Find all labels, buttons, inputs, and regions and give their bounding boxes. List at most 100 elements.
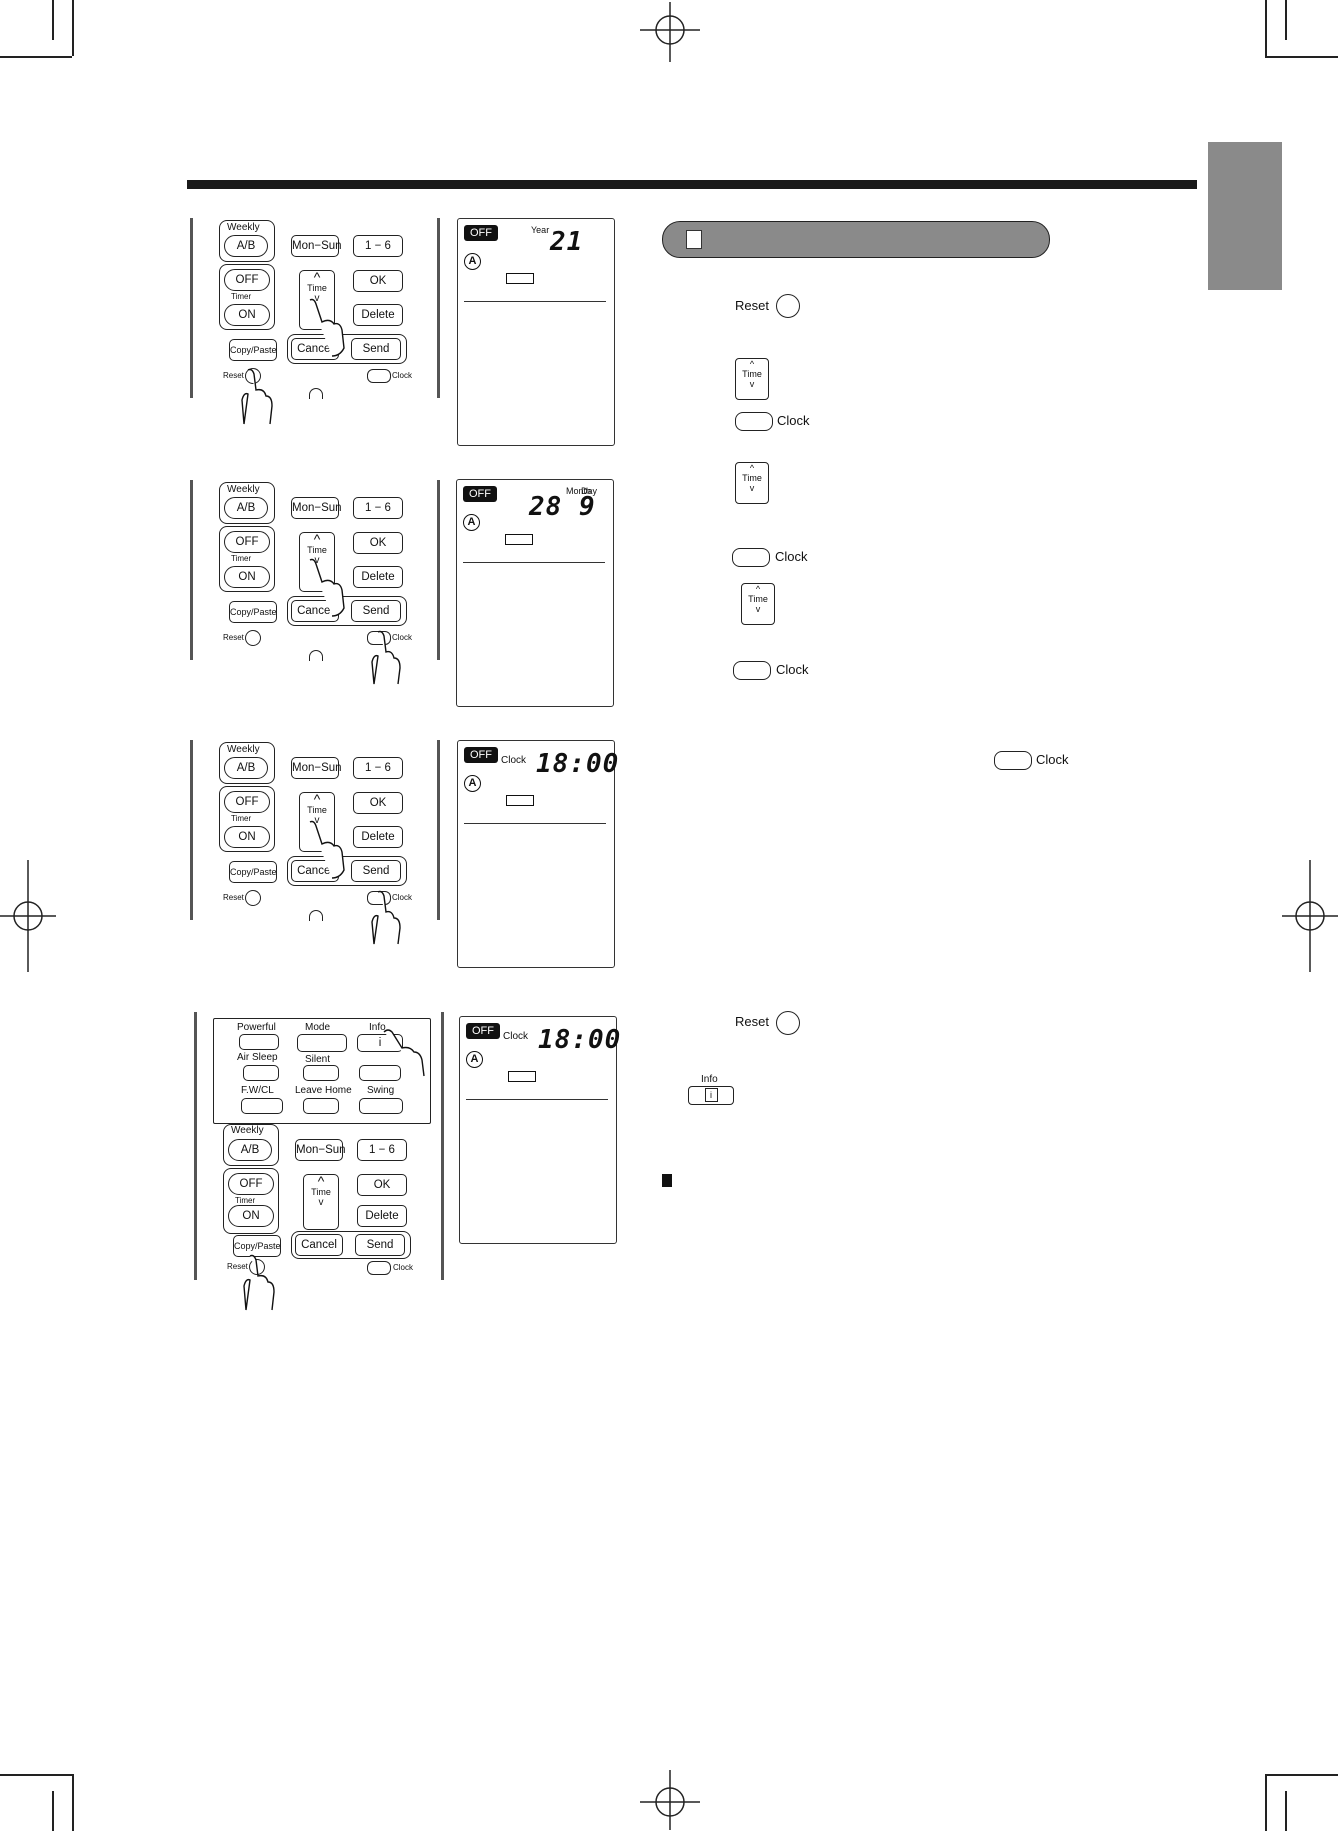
lcd-screen-3: OFF Clock 18:00 A [457,740,618,968]
powerful-button[interactable] [239,1034,279,1050]
copy-paste-button[interactable]: Copy/Paste [229,601,277,623]
air-sleep-button[interactable] [243,1065,279,1081]
copy-paste-button[interactable]: Copy/Paste [229,339,277,361]
cancel-button[interactable]: Cancel [291,600,339,622]
fwcl-button[interactable] [241,1098,283,1114]
leave-home-button[interactable] [303,1098,339,1114]
timer-group [219,526,275,592]
ab-button[interactable]: A/B [224,757,268,779]
timer-on-button[interactable]: ON [228,1205,274,1227]
reset-button[interactable] [245,890,261,906]
ok-button[interactable]: OK [353,792,403,814]
time-button[interactable]: ^ Time v [299,792,335,852]
fwcl-label: F.W/CL [241,1085,274,1096]
timer-on-button[interactable]: ON [224,566,270,588]
ok-button[interactable]: OK [357,1174,407,1196]
one-six-button[interactable]: 1 − 6 [353,757,403,779]
clock-button-icon [733,661,771,680]
send-button[interactable]: Send [351,600,401,622]
air-sleep-label: Air Sleep [237,1052,278,1063]
clock-button[interactable] [367,369,391,383]
ok-button[interactable]: OK [353,270,403,292]
registration-mark-icon [640,1770,700,1830]
one-six-button[interactable]: 1 − 6 [353,497,403,519]
timer-off-button[interactable]: OFF [224,269,270,291]
day-label: Day [581,486,598,496]
timer-label: Timer [231,292,252,301]
swing-button[interactable] [359,1098,403,1114]
delete-button[interactable]: Delete [353,304,403,326]
timer-off-button[interactable]: OFF [228,1173,274,1195]
cancel-button[interactable]: Cancel [291,338,339,360]
timer-off-button[interactable]: OFF [224,791,270,813]
mon-sun-button[interactable]: Mon−Sun [291,497,342,519]
weekly-group [219,482,275,524]
fan-button[interactable] [359,1065,401,1081]
crop-mark [52,0,54,40]
mon-sun-button[interactable]: Mon−Sun [291,757,342,779]
delete-button[interactable]: Delete [353,566,403,588]
crop-mark [1265,56,1338,58]
ok-button[interactable]: OK [353,532,403,554]
copy-paste-button[interactable]: Copy/Paste [233,1235,281,1257]
lcd-divider [463,562,605,564]
timer-on-button[interactable]: ON [224,826,270,848]
louver-icon [508,1071,536,1082]
mon-sun-button[interactable]: Mon−Sun [291,235,342,257]
clock-label: Clock [393,1263,414,1272]
function-panel [213,1018,431,1124]
registration-mark-icon [0,860,56,972]
timer-on-button[interactable]: ON [224,304,270,326]
mon-sun-button[interactable]: Mon−Sun [295,1139,346,1161]
info-button-icon: i [688,1086,734,1105]
send-button[interactable]: Send [351,860,401,882]
one-six-button[interactable]: 1 − 6 [353,235,403,257]
send-button[interactable]: Send [351,338,401,360]
mode-button[interactable] [297,1034,347,1052]
weekly-label: Weekly [227,484,260,495]
time-button[interactable]: ^ Time v [303,1174,339,1230]
cancel-button[interactable]: Cancel [291,860,339,882]
ab-button[interactable]: A/B [228,1139,272,1161]
reset-label: Reset [227,1262,248,1271]
timer-label: Timer [231,814,252,823]
remote-notch [309,910,323,921]
info-label: Info [369,1022,386,1033]
clock-label: Clock [775,549,808,564]
timer-off-button[interactable]: OFF [224,531,270,553]
year-digits: 21 [550,227,584,257]
reset-label: Reset [223,893,244,902]
cancel-button[interactable]: Cancel [295,1234,343,1256]
hand-pointer-icon [243,1254,275,1311]
section-title-bar [662,221,1050,258]
hand-pointer-icon [371,630,401,685]
year-label: Year [531,225,550,235]
hand-pointer-icon [241,368,273,425]
one-six-button[interactable]: 1 − 6 [357,1139,407,1161]
registration-mark-icon [640,2,700,62]
weekly-group [219,220,275,262]
auto-mode-icon: A [466,1051,483,1068]
ab-button[interactable]: A/B [224,497,268,519]
month-label: Month [566,486,592,496]
delete-button[interactable]: Delete [353,826,403,848]
silent-button[interactable] [303,1065,339,1081]
silent-label: Silent [305,1054,331,1065]
auto-mode-icon: A [463,514,480,531]
clock-label: Clock [1036,752,1069,767]
clock-indicator: Clock [503,1031,529,1042]
send-button[interactable]: Send [355,1234,405,1256]
lcd-divider [464,301,606,303]
clock-button[interactable] [367,1261,391,1275]
copy-paste-button[interactable]: Copy/Paste [229,861,277,883]
timer-group [223,1168,279,1234]
reset-button[interactable] [245,630,261,646]
send-group [287,596,407,626]
delete-button[interactable]: Delete [357,1205,407,1227]
crop-mark [1285,0,1287,40]
swing-label: Swing [367,1085,395,1096]
lcd-divider [466,1099,608,1101]
ab-button[interactable]: A/B [224,235,268,257]
